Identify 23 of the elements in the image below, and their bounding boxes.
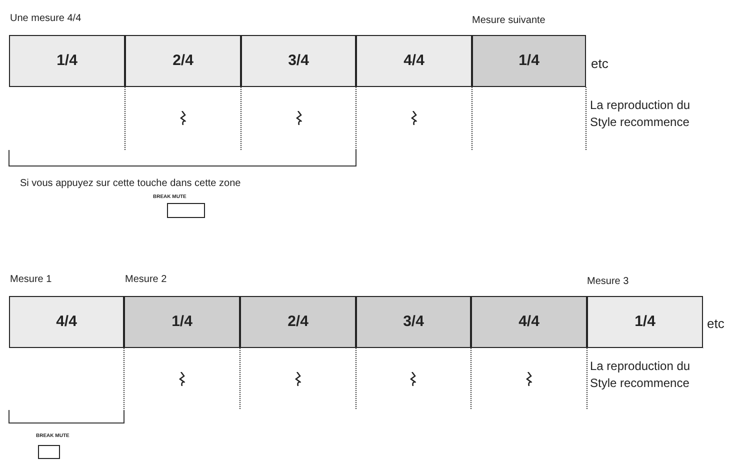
measure-label: Une mesure 4/4 <box>10 12 82 26</box>
beat-cell: 1/4 <box>472 35 586 87</box>
note-text: La reproduction du Style recommence <box>590 358 692 392</box>
measure-label: Mesure suivante <box>472 14 546 28</box>
beat-cell: 2/4 <box>125 35 241 87</box>
instruction-text: Si vous appuyez sur cette touche dans cette zone <box>20 177 241 191</box>
beat-cell: 4/4 <box>356 35 472 87</box>
beat-cell: 1/4 <box>124 296 240 348</box>
beat-cell: 3/4 <box>356 296 471 348</box>
measure-label: Mesure 2 <box>125 273 167 287</box>
beat-cell: 4/4 <box>471 296 587 348</box>
key-button <box>38 445 60 459</box>
beat-cell: 2/4 <box>240 296 356 348</box>
key-button <box>167 203 205 218</box>
measure-label: Mesure 1 <box>10 273 52 287</box>
beat-cell: 4/4 <box>9 296 124 348</box>
beat-cell: 1/4 <box>9 35 125 87</box>
continuation-text: etc <box>591 55 608 73</box>
measure-label: Mesure 3 <box>587 275 629 289</box>
beat-cell: 1/4 <box>587 296 703 348</box>
note-text: La reproduction du Style recommence <box>590 97 692 131</box>
continuation-text: etc <box>707 315 724 333</box>
beat-cell: 3/4 <box>241 35 356 87</box>
